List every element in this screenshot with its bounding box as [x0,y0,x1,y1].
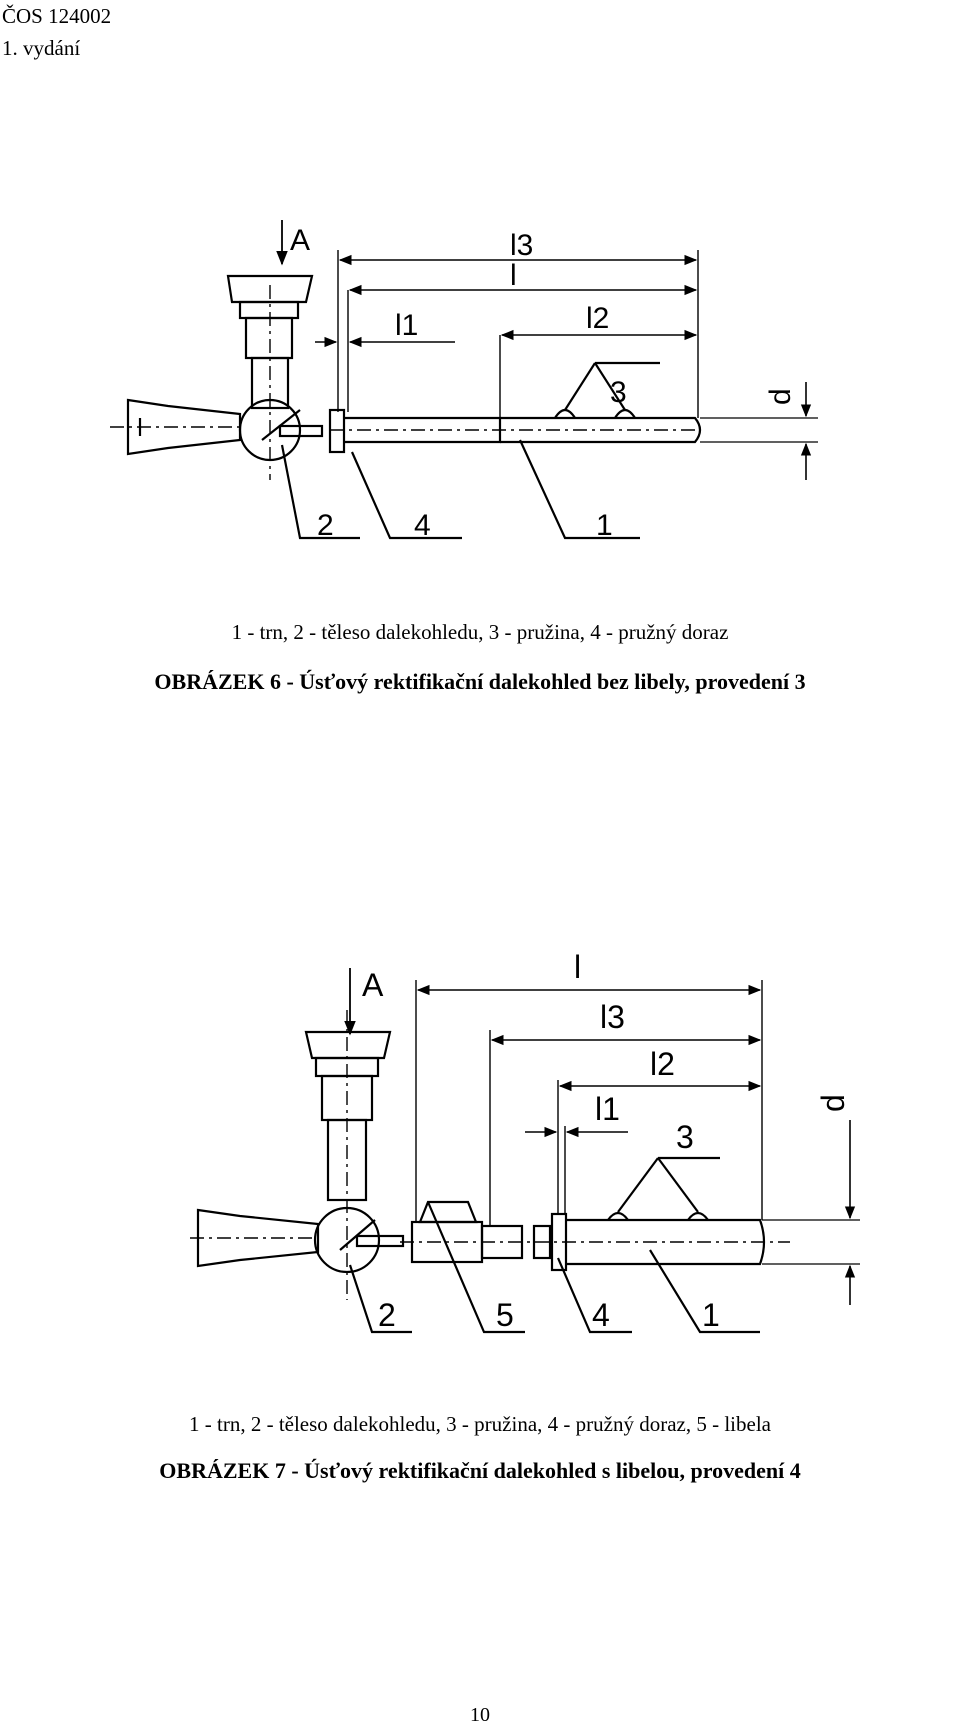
part-1-label: 1 [702,1297,720,1333]
part-2-label: 2 [378,1297,396,1333]
figure-6-legend: 1 - trn, 2 - těleso dalekohledu, 3 - pru… [231,620,729,644]
part-2-label: 2 [317,509,334,542]
dim-d-label: d [815,1094,851,1112]
figure-6-title: OBRÁZEK 6 - Úsťový rektifikační dalekohl… [154,669,806,694]
view-arrow-label: A [362,967,384,1003]
view-arrow-label: A [290,224,310,257]
part-3-label: 3 [676,1119,694,1155]
dim-l3-label: l3 [600,999,625,1035]
figure-7-legend: 1 - trn, 2 - těleso dalekohledu, 3 - pru… [189,1412,771,1436]
dim-l2-label: l2 [586,302,609,335]
figure-7-title: OBRÁZEK 7 - Úsťový rektifikační dalekohl… [159,1458,801,1483]
eyepiece [126,398,242,456]
part-3-label: 3 [610,376,627,409]
dim-l1-label: l1 [595,1091,620,1127]
dim-l1-label: l1 [395,309,418,342]
figure-6-drawing: A l3 l l1 l2 d 3 2 4 1 [110,220,818,542]
dim-l3-label: l3 [510,229,533,262]
dim-d-label: d [764,388,797,405]
part-1-label: 1 [596,509,613,542]
part-5-label: 5 [496,1297,514,1333]
document-id: ČOS 124002 [2,4,112,28]
dim-l-label: l [574,949,581,985]
dim-l-label: l [510,259,517,292]
part-4-label: 4 [592,1297,610,1333]
part-4-label: 4 [414,509,431,542]
page-number: 10 [470,1704,490,1726]
edition: 1. vydání [2,36,81,60]
figure-7-drawing: A l l3 l2 l1 d 3 2 5 4 1 [190,949,860,1334]
dim-l2-label: l2 [650,1046,675,1082]
